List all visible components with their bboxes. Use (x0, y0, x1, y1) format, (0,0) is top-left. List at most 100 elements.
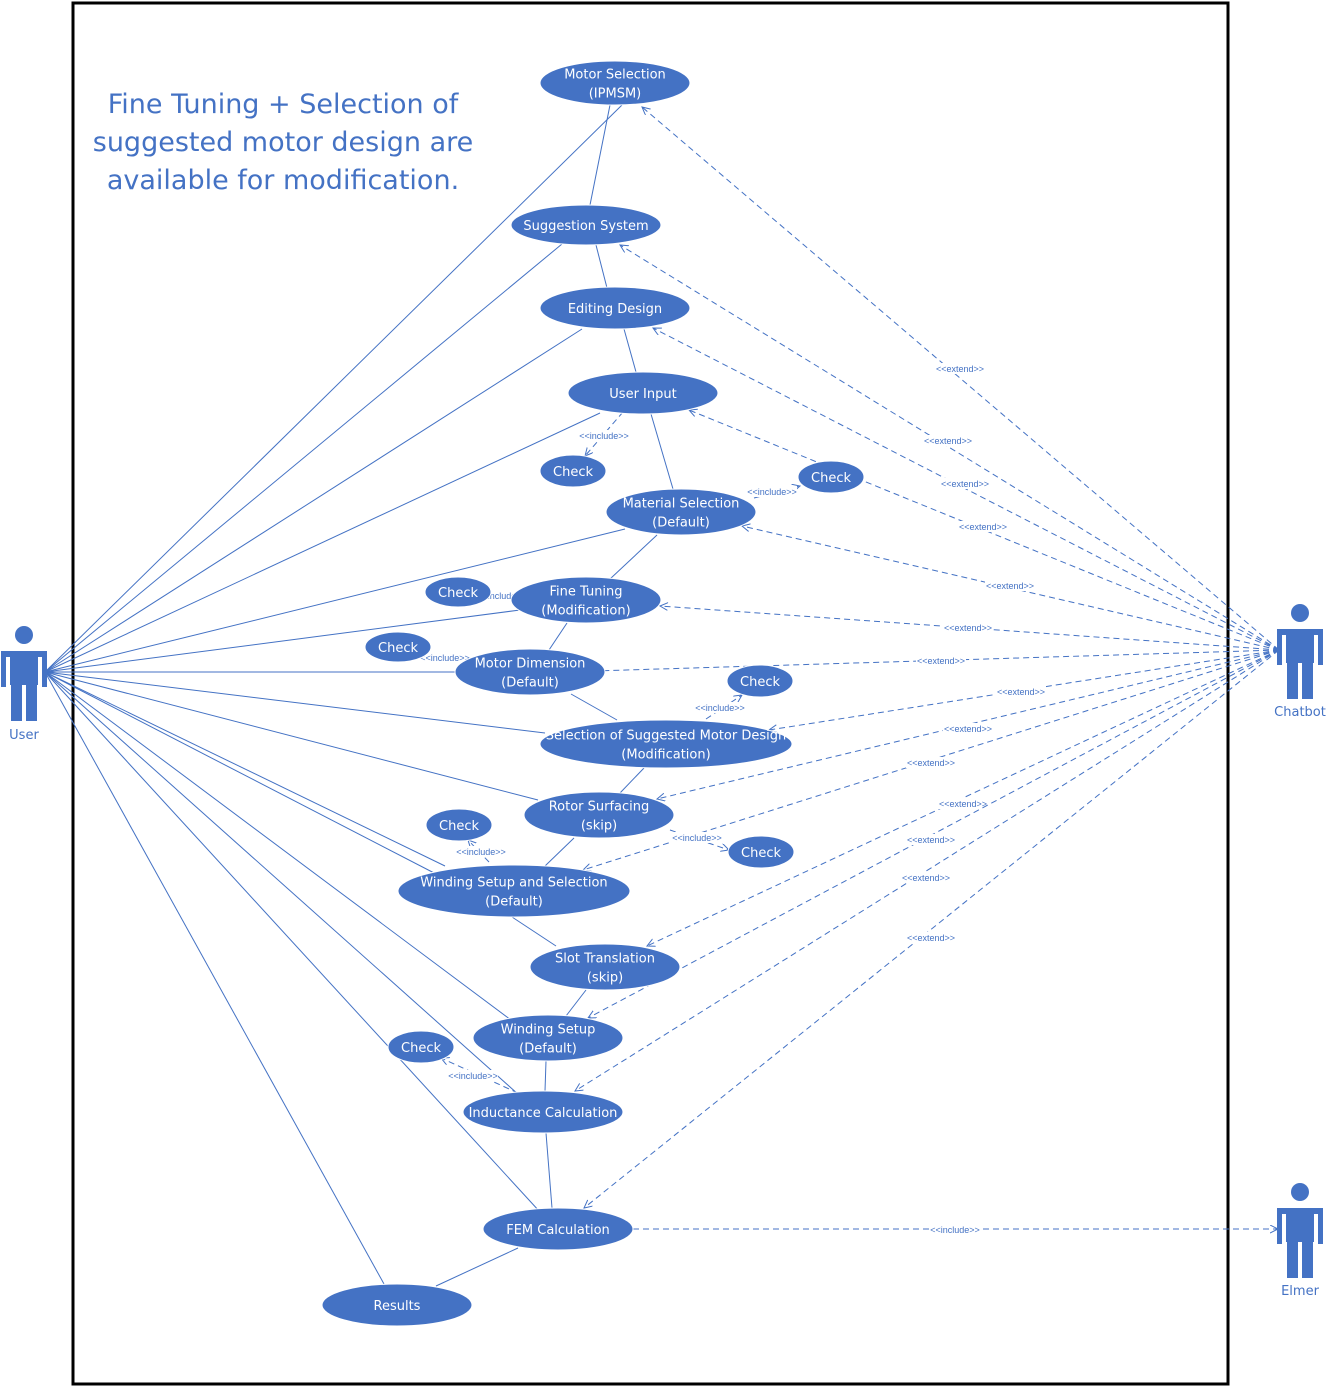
extend-label: <<extend>> (907, 835, 955, 845)
use-case-label: (skip) (581, 819, 617, 834)
use-case-shape[interactable] (364, 631, 432, 663)
use-case-label: (Default) (501, 676, 559, 691)
use-case-fine-tuning[interactable]: Fine Tuning(Modification) (510, 576, 662, 624)
use-case-label: Slot Translation (555, 952, 655, 967)
user-association-line (44, 671, 539, 801)
extend-label: <<extend>> (939, 799, 987, 809)
use-case-label: Selection of Suggested Motor Design (546, 729, 787, 744)
use-case-label: Inductance Calculation (469, 1106, 618, 1121)
use-case-motor-dimension[interactable]: Motor Dimension(Default) (454, 648, 606, 696)
use-case-shape[interactable] (529, 943, 681, 991)
extend-label: <<extend>> (986, 581, 1034, 591)
actor-label: User (9, 728, 39, 743)
actor-leg-icon (1302, 663, 1313, 699)
system-boundary (71, 1, 1230, 1386)
use-case-shape[interactable] (567, 371, 719, 415)
use-case-winding-setup-selection[interactable]: Winding Setup and Selection(Default) (397, 864, 631, 918)
use-case-results[interactable]: Results (321, 1283, 473, 1327)
use-case-shape[interactable] (797, 460, 865, 494)
use-case-shape[interactable] (539, 60, 691, 106)
use-case-check-motor-dimension[interactable]: Check (364, 631, 432, 663)
use-case-shape[interactable] (510, 204, 662, 246)
relation-label-bg (916, 655, 966, 666)
flow-line (544, 837, 575, 867)
relation-label-bg (906, 834, 956, 845)
note-line-1: Fine Tuning + Selection of (107, 89, 459, 120)
include-label: <<include>> (477, 591, 527, 601)
use-case-label: (Default) (485, 895, 543, 910)
actor-elmer[interactable]: Elmer (1277, 1183, 1323, 1299)
use-case-shape[interactable] (510, 576, 662, 624)
actor-body-icon (1277, 629, 1323, 665)
user-association-line (44, 671, 520, 1027)
flow-line (435, 1247, 519, 1287)
use-case-label: Editing Design (568, 302, 662, 317)
include-label: <<include>> (747, 487, 797, 497)
flow-line (619, 767, 645, 794)
use-case-shape[interactable] (727, 835, 795, 869)
flow-line (589, 104, 611, 206)
extend-arrow-slot-translation (647, 649, 1280, 946)
include-label: <<include>> (672, 833, 722, 843)
use-case-shape[interactable] (482, 1207, 634, 1251)
use-case-slot-translation[interactable]: Slot Translation(skip) (529, 943, 681, 991)
diagram-note: Fine Tuning + Selection of suggested mot… (88, 86, 478, 200)
relation-label-bg (940, 478, 990, 489)
use-case-user-input[interactable]: User Input (567, 371, 719, 415)
use-case-shape[interactable] (387, 1030, 455, 1064)
flow-line (545, 1132, 553, 1209)
actor-chatbot[interactable]: Chatbot (1274, 604, 1326, 720)
use-case-shape[interactable] (523, 791, 675, 839)
use-case-material-selection[interactable]: Material Selection(Default) (605, 488, 757, 536)
use-case-shape[interactable] (424, 576, 492, 608)
user-association-line (44, 104, 623, 673)
use-case-rotor-surfacing[interactable]: Rotor Surfacing (skip) (523, 791, 675, 839)
use-case-label: (Default) (519, 1042, 577, 1057)
extend-label: <<extend>> (944, 724, 992, 734)
actor-body-icon (1277, 1208, 1323, 1244)
use-case-motor-selection[interactable]: Motor Selection(IPMSM) (539, 60, 691, 106)
actor-leg-icon (26, 685, 37, 721)
use-case-selection-suggested[interactable]: Selection of Suggested Motor Design(Modi… (539, 719, 793, 769)
relation-label-bg (938, 798, 988, 809)
use-case-label: Check (740, 675, 780, 690)
relation-label-bg (935, 363, 985, 374)
use-case-fem-calculation[interactable]: FEM Calculation (482, 1207, 634, 1251)
use-case-shape[interactable] (462, 1090, 624, 1134)
use-case-shape[interactable] (321, 1283, 473, 1327)
use-case-label: Motor Selection (564, 68, 666, 83)
use-case-shape[interactable] (539, 286, 691, 330)
use-case-check-user-input[interactable]: Check (539, 454, 607, 488)
relation-label-bg (695, 702, 745, 713)
use-case-winding-setup[interactable]: Winding Setup(Default) (472, 1014, 624, 1062)
actor-head-icon (1291, 604, 1309, 622)
user-association-line (44, 671, 520, 1096)
extend-arrow-motor-selection (642, 107, 1280, 651)
use-case-check-fine-tuning[interactable]: Check (424, 576, 492, 608)
use-case-check-winding-selection[interactable]: Check (425, 808, 493, 842)
relation-label-bg (477, 590, 527, 601)
use-case-shape[interactable] (454, 648, 606, 696)
use-case-shape[interactable] (605, 488, 757, 536)
actor-user[interactable]: User (1, 626, 47, 743)
actor-label: Elmer (1281, 1284, 1319, 1299)
use-case-shape[interactable] (397, 864, 631, 918)
use-case-check-suggested[interactable]: Check (726, 664, 794, 698)
use-case-shape[interactable] (425, 808, 493, 842)
use-case-shape[interactable] (726, 664, 794, 698)
actor-leg-icon (1287, 1242, 1298, 1278)
use-case-suggestion-system[interactable]: Suggestion System (510, 204, 662, 246)
flow-line (570, 693, 618, 721)
use-case-shape[interactable] (472, 1014, 624, 1062)
use-case-check-material[interactable]: Check (797, 460, 865, 494)
use-case-editing-design[interactable]: Editing Design (539, 286, 691, 330)
use-case-label: User Input (609, 387, 676, 402)
use-case-shape[interactable] (539, 719, 793, 769)
extend-label: <<extend>> (936, 364, 984, 374)
relation-label-bg (672, 832, 722, 843)
use-case-check-rotor[interactable]: Check (727, 835, 795, 869)
use-case-label: Rotor Surfacing (549, 800, 650, 815)
use-case-inductance-calculation[interactable]: Inductance Calculation (462, 1090, 624, 1134)
use-case-check-inductance[interactable]: Check (387, 1030, 455, 1064)
use-case-shape[interactable] (539, 454, 607, 488)
